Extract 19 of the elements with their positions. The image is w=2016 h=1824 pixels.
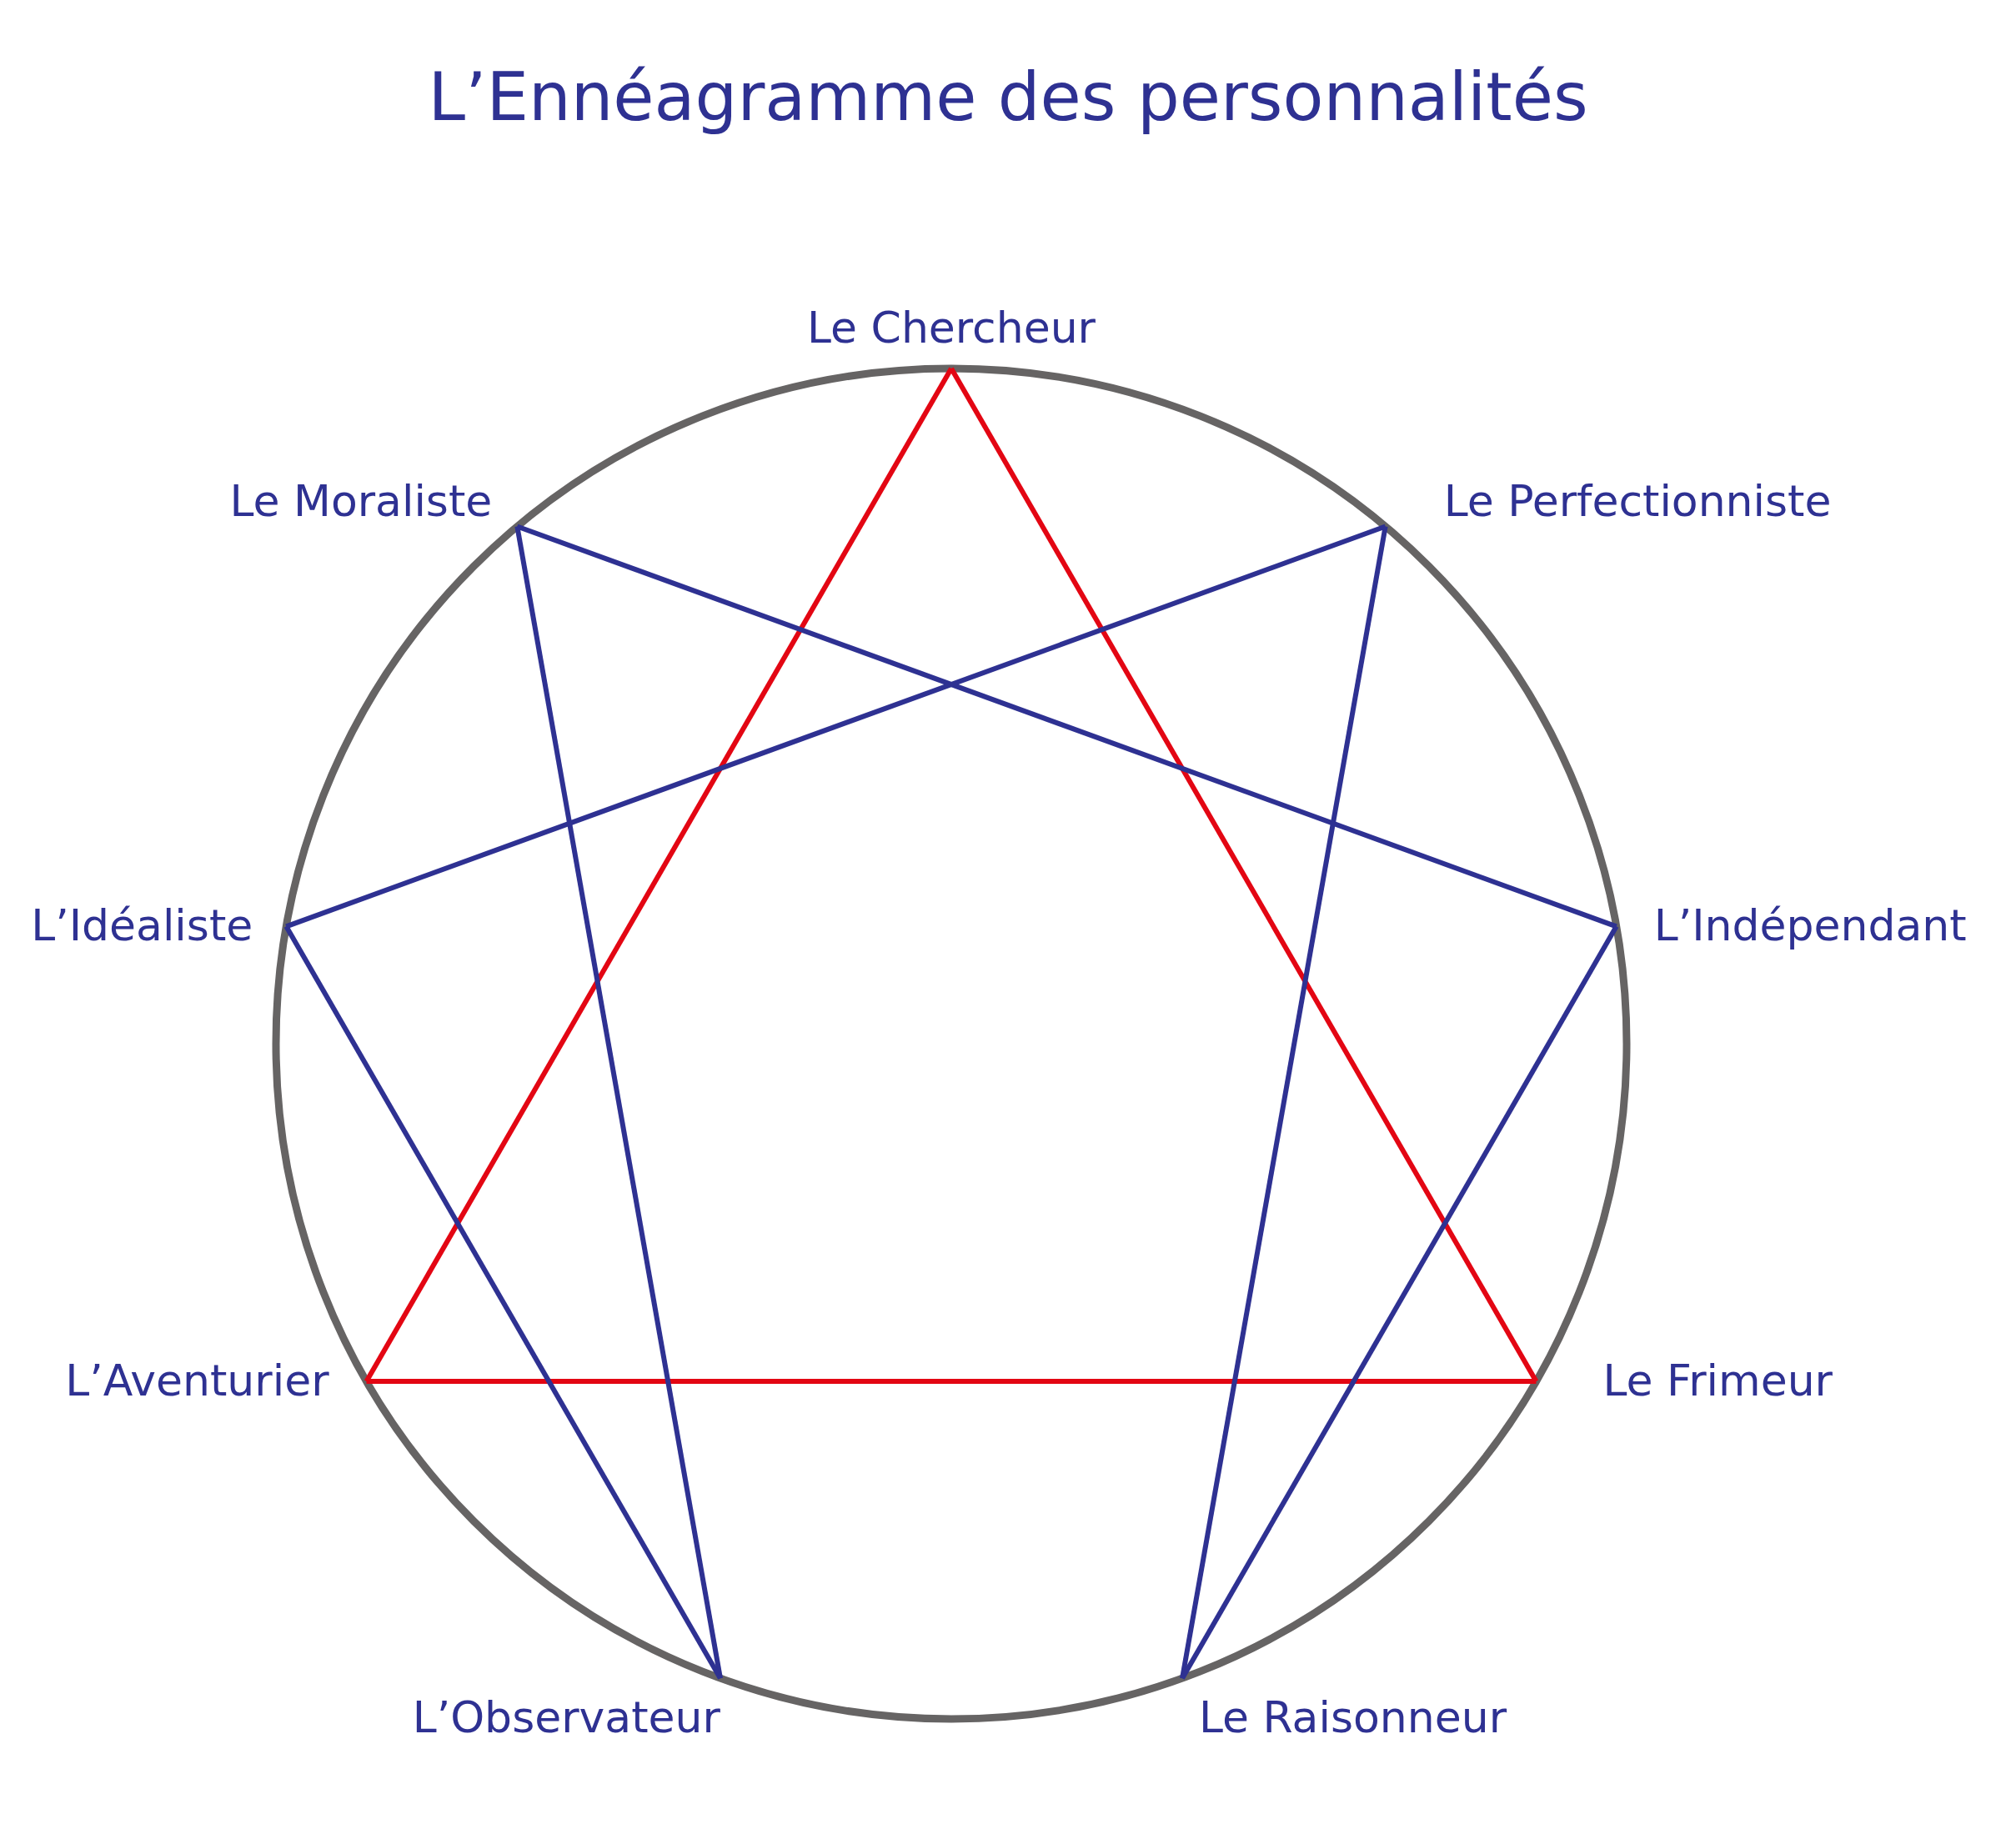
point-label: Le Chercheur — [807, 303, 1096, 368]
connecting-line — [364, 367, 954, 1383]
point-label: Le Frimeur — [1536, 1356, 1833, 1406]
point-label: L’Idéaliste — [31, 901, 287, 952]
connecting-line — [1180, 925, 1619, 1680]
connecting-line — [514, 525, 723, 1679]
connecting-line — [283, 925, 723, 1680]
point-label: L’Aventurier — [65, 1356, 367, 1406]
title: L’Ennéagramme des personnalités — [427, 58, 1589, 136]
point-label: Le Perfectionniste — [1385, 476, 1832, 527]
connecting-line — [516, 524, 1617, 930]
connecting-line — [949, 367, 1539, 1383]
connecting-line — [285, 524, 1387, 930]
connecting-line — [1180, 525, 1388, 1679]
point-label: L’Indépendant — [1616, 901, 1967, 952]
connecting-line — [366, 1379, 1537, 1384]
point-label: Le Raisonneur — [1182, 1678, 1507, 1743]
point-label: Le Moraliste — [229, 476, 518, 527]
point-label: L’Observateur — [412, 1678, 720, 1743]
